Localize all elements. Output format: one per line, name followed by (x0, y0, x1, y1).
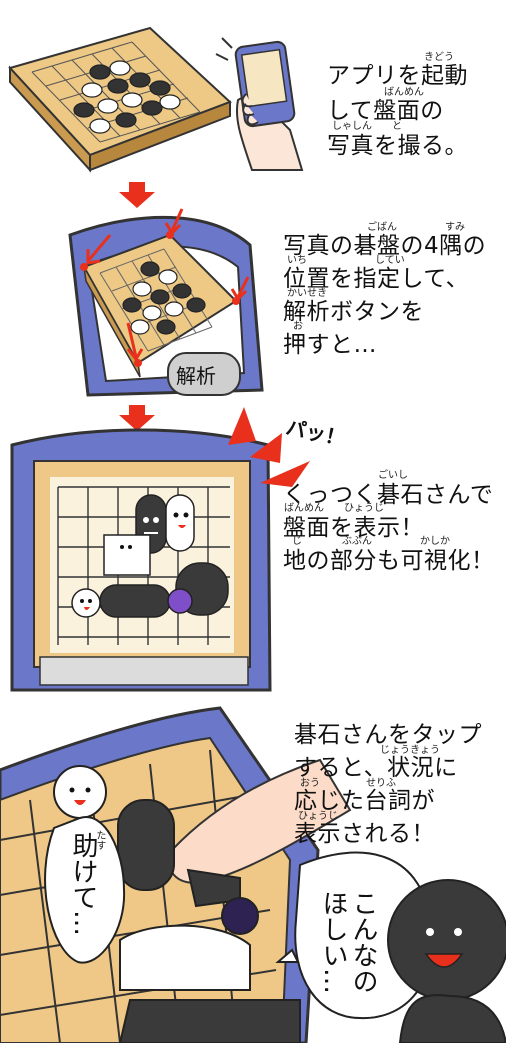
analyze-button-label: 解析 (176, 364, 216, 388)
go-board-illustration (8, 26, 232, 173)
step3-line: 盤面を表示！ (283, 515, 424, 541)
step4-line: すると、状況に (294, 755, 458, 781)
furigana: と (392, 121, 402, 132)
furigana: ばんめん (384, 87, 424, 98)
down-arrow-icon (119, 182, 155, 208)
step2-panel: 解析 ごばん すみ いち してい かいせき お 写真の碁盤の4隅の 位置を指定し… (0, 205, 506, 410)
board-result-illustration (10, 428, 272, 692)
step1-line: 写真を撮る。 (327, 133, 468, 159)
man-speech-bubble: こんなのほしい… (318, 890, 378, 994)
furigana: しゃしん (332, 121, 372, 132)
tap-illustration (0, 706, 506, 1043)
furigana: ひょうじ (344, 503, 384, 514)
furigana: おう (300, 778, 320, 789)
furigana: ばんめん (284, 503, 324, 514)
step2-line: 解析ボタンを (283, 299, 424, 325)
furigana: すみ (445, 222, 465, 233)
step4-panel: じょうきょう おう せりふ ひょうじ 碁石さんをタップ すると、状況に 応じた台… (0, 700, 506, 1043)
furigana: お (293, 321, 303, 332)
step1-line: アプリを起動 (327, 63, 468, 89)
furigana: せりふ (366, 778, 396, 789)
furigana: ごいし (378, 470, 408, 481)
stone-speech-bubble: 助けて… (68, 832, 98, 936)
step3-line: くっつく碁石さんで (283, 482, 494, 508)
step2-line: 位置を指定して、 (283, 266, 470, 292)
furigana: じょうきょう (380, 745, 440, 756)
furigana: かいせき (287, 288, 327, 299)
step4-line: 表示される！ (294, 821, 435, 847)
furigana: たす (94, 830, 105, 850)
step1-panel: きどう ばんめん しゃしん と アプリを起動 して盤面の 写真を撮る。 (0, 0, 506, 185)
phone-in-hand-illustration (215, 37, 304, 171)
step2-line: 写真の碁盤の4隅の (283, 233, 487, 259)
furigana: ぶぶん (342, 536, 372, 547)
phone-screen-illustration: 解析 (68, 208, 264, 397)
step1-line: して盤面の (327, 98, 444, 124)
furigana: いち (287, 255, 307, 266)
step4-line: 応じた台詞が (294, 788, 435, 814)
furigana: かしか (420, 536, 450, 547)
step3-line: 地の部分も可視化！ (283, 548, 495, 574)
step4-line: 碁石さんをタップ (294, 722, 482, 748)
furigana: ごばん (367, 222, 397, 233)
step3-panel: パッ！ ごいし ばんめん ひょうじ じ ぶぶん かしか くっつく碁石さんで 盤面… (0, 395, 506, 695)
furigana: じ (292, 536, 302, 547)
furigana: してい (375, 255, 405, 266)
flash-burst-icon (228, 407, 310, 487)
step2-line: 押すと… (283, 332, 377, 358)
furigana: ひょうじ (298, 811, 338, 822)
down-arrow-icon (119, 405, 155, 431)
furigana: きどう (424, 52, 454, 63)
